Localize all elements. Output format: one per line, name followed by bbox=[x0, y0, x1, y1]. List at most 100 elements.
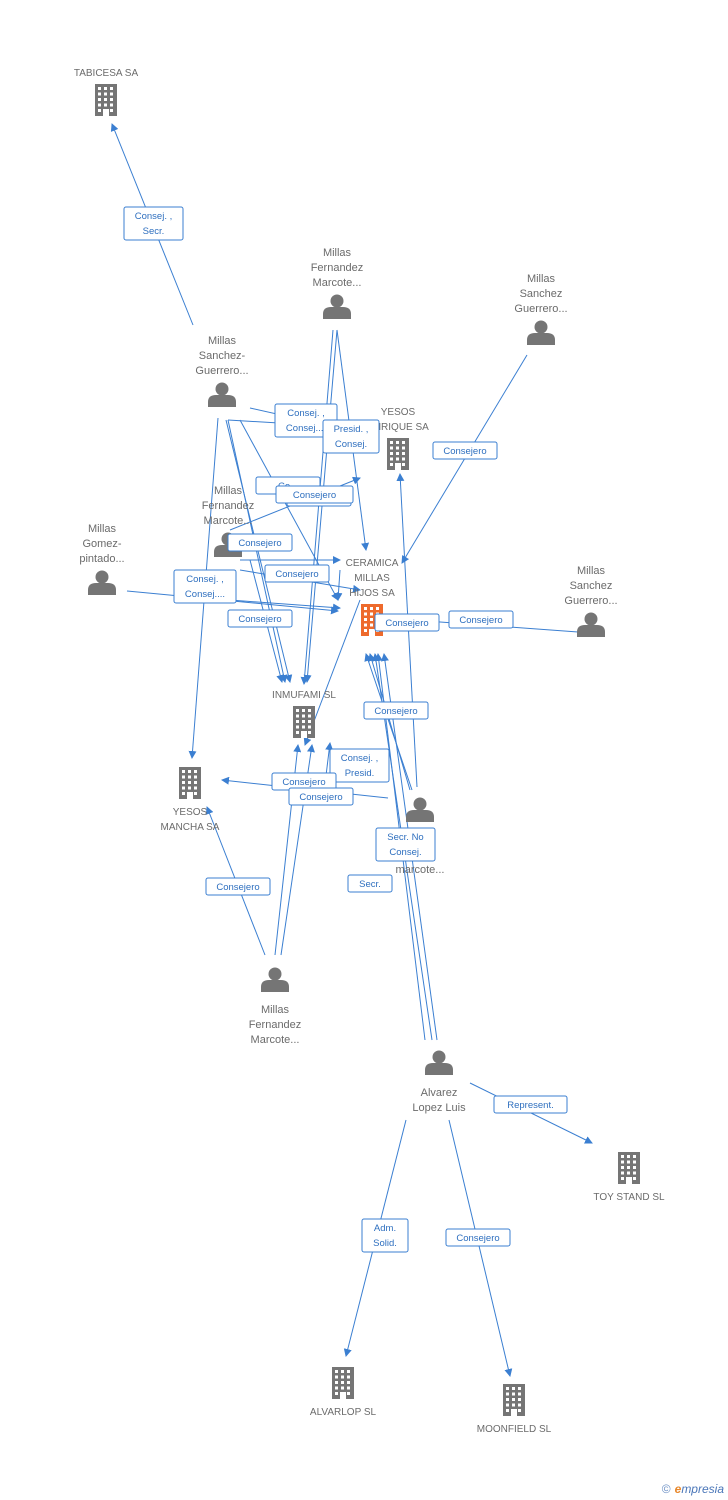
edge-label[interactable]: Consejero bbox=[432, 441, 498, 460]
building-window bbox=[182, 775, 185, 779]
edge-label[interactable]: Secr. bbox=[347, 874, 393, 893]
building-door bbox=[395, 463, 401, 470]
node-label: HIJOS SA bbox=[349, 588, 395, 599]
edge-label[interactable]: Adm.Solid. bbox=[361, 1218, 409, 1253]
building-window bbox=[110, 103, 113, 107]
edge-label[interactable]: Consejero bbox=[448, 610, 514, 629]
building-window bbox=[390, 452, 393, 455]
person-body bbox=[577, 625, 605, 637]
node-label: Guerrero... bbox=[564, 595, 617, 607]
person-body bbox=[208, 395, 236, 407]
building-window bbox=[104, 92, 107, 96]
edge-label-box bbox=[347, 874, 393, 893]
edge-label[interactable]: Consejero bbox=[445, 1228, 511, 1247]
building-window bbox=[627, 1155, 630, 1158]
node-p_msg_r[interactable]: MillasSanchezGuerrero... bbox=[564, 565, 618, 637]
building-window bbox=[296, 714, 299, 718]
edge-label[interactable]: Consejero bbox=[205, 877, 271, 896]
person-head bbox=[413, 797, 427, 811]
edge-label-box bbox=[227, 533, 293, 552]
building-window bbox=[110, 92, 113, 96]
edge-label[interactable]: Consejero bbox=[271, 772, 337, 791]
building-window bbox=[390, 441, 393, 444]
node-toystand[interactable]: TOY STAND SL bbox=[593, 1152, 665, 1203]
edge-label[interactable]: Consej. ,Secr. bbox=[123, 206, 184, 241]
node-alvarlop[interactable]: ALVARLOP SL bbox=[310, 1367, 377, 1418]
person-icon bbox=[527, 320, 555, 345]
edge-label[interactable]: Consej. ,Consej.... bbox=[173, 569, 237, 604]
building-icon bbox=[387, 438, 409, 470]
node-label: Millas bbox=[214, 485, 243, 497]
building-window bbox=[396, 441, 399, 444]
building-icon bbox=[95, 84, 117, 116]
building-window bbox=[341, 1386, 344, 1390]
building-window bbox=[370, 612, 373, 616]
edge-label-text: Secr. bbox=[143, 226, 165, 237]
building-window bbox=[194, 792, 197, 795]
node-label: Millas bbox=[208, 335, 237, 347]
node-label: ALVARLOP SL bbox=[310, 1407, 377, 1418]
building-window bbox=[364, 612, 367, 616]
building-window bbox=[402, 457, 405, 461]
edge-label[interactable]: Consejero bbox=[363, 701, 429, 720]
building-icon bbox=[293, 706, 315, 738]
building-icon bbox=[503, 1384, 525, 1416]
building-window bbox=[627, 1171, 630, 1175]
node-p_mgp[interactable]: MillasGomez-pintado... bbox=[79, 523, 125, 595]
node-label: Sanchez bbox=[520, 288, 563, 300]
building-window bbox=[341, 1370, 344, 1373]
edge-label-text: Consejero bbox=[282, 777, 325, 788]
person-icon bbox=[88, 570, 116, 595]
building-door bbox=[511, 1409, 517, 1416]
edge-label-text: Secr. bbox=[359, 879, 381, 890]
building-window bbox=[182, 770, 185, 773]
node-p_msg1[interactable]: MillasSanchez-Guerrero... bbox=[195, 335, 249, 407]
edge-label[interactable]: Consejero bbox=[227, 533, 293, 552]
edge-label-text: Consejero bbox=[456, 1233, 499, 1244]
building-window bbox=[194, 781, 197, 784]
edge-label[interactable]: Consejero bbox=[264, 564, 330, 583]
building-window bbox=[633, 1155, 636, 1158]
node-p_mfm_mid[interactable]: MillasFernandezMarcote... bbox=[202, 485, 255, 557]
edge-label[interactable]: Consejero bbox=[227, 609, 293, 628]
node-label: marcote... bbox=[396, 864, 445, 876]
copyright-symbol: © bbox=[661, 1482, 671, 1496]
edge-label-text: Consej. bbox=[335, 439, 367, 450]
edge-label[interactable]: Presid. ,Consej. bbox=[322, 419, 380, 454]
node-label: YESOS bbox=[381, 407, 416, 418]
edge-line bbox=[364, 653, 413, 791]
node-inmufami[interactable]: INMUFAMI SL bbox=[272, 690, 336, 738]
edge-label[interactable]: Consejero bbox=[275, 485, 354, 504]
edge-label-box bbox=[448, 610, 514, 629]
edge-label-text: Presid. bbox=[345, 768, 375, 779]
node-label: Millas bbox=[323, 247, 352, 259]
edge-label[interactable]: Represent. bbox=[493, 1095, 568, 1114]
building-window bbox=[402, 452, 405, 455]
edge-label-box bbox=[363, 701, 429, 720]
edge-label-text: Consej. , bbox=[341, 753, 379, 764]
node-label: MILLAS bbox=[354, 573, 390, 584]
edge-label-box bbox=[374, 613, 440, 632]
node-p_mfm_bot[interactable]: MillasFernandezMarcote... bbox=[249, 967, 302, 1047]
building-window bbox=[364, 618, 367, 621]
edge-label[interactable]: Consejero bbox=[288, 787, 354, 806]
node-p_mfm_top[interactable]: MillasFernandezMarcote... bbox=[311, 247, 364, 319]
node-label: Millas bbox=[261, 1004, 290, 1016]
node-label: Millas bbox=[577, 565, 606, 577]
node-label: Fernandez bbox=[202, 500, 255, 512]
building-door bbox=[187, 792, 193, 799]
node-label: MANCHA SA bbox=[161, 822, 220, 833]
connector-line bbox=[334, 569, 343, 601]
node-p_msg_tr[interactable]: MillasSanchezGuerrero... bbox=[514, 273, 568, 345]
edge-label[interactable]: Consej. , Presid. bbox=[329, 748, 390, 783]
node-tabicesa[interactable]: TABICESA SA bbox=[74, 68, 139, 116]
connector-line bbox=[368, 653, 411, 791]
building-window bbox=[188, 775, 191, 779]
building-window bbox=[402, 441, 405, 444]
node-moonfield[interactable]: MOONFIELD SL bbox=[477, 1384, 552, 1435]
edge-label[interactable]: Consejero bbox=[374, 613, 440, 632]
